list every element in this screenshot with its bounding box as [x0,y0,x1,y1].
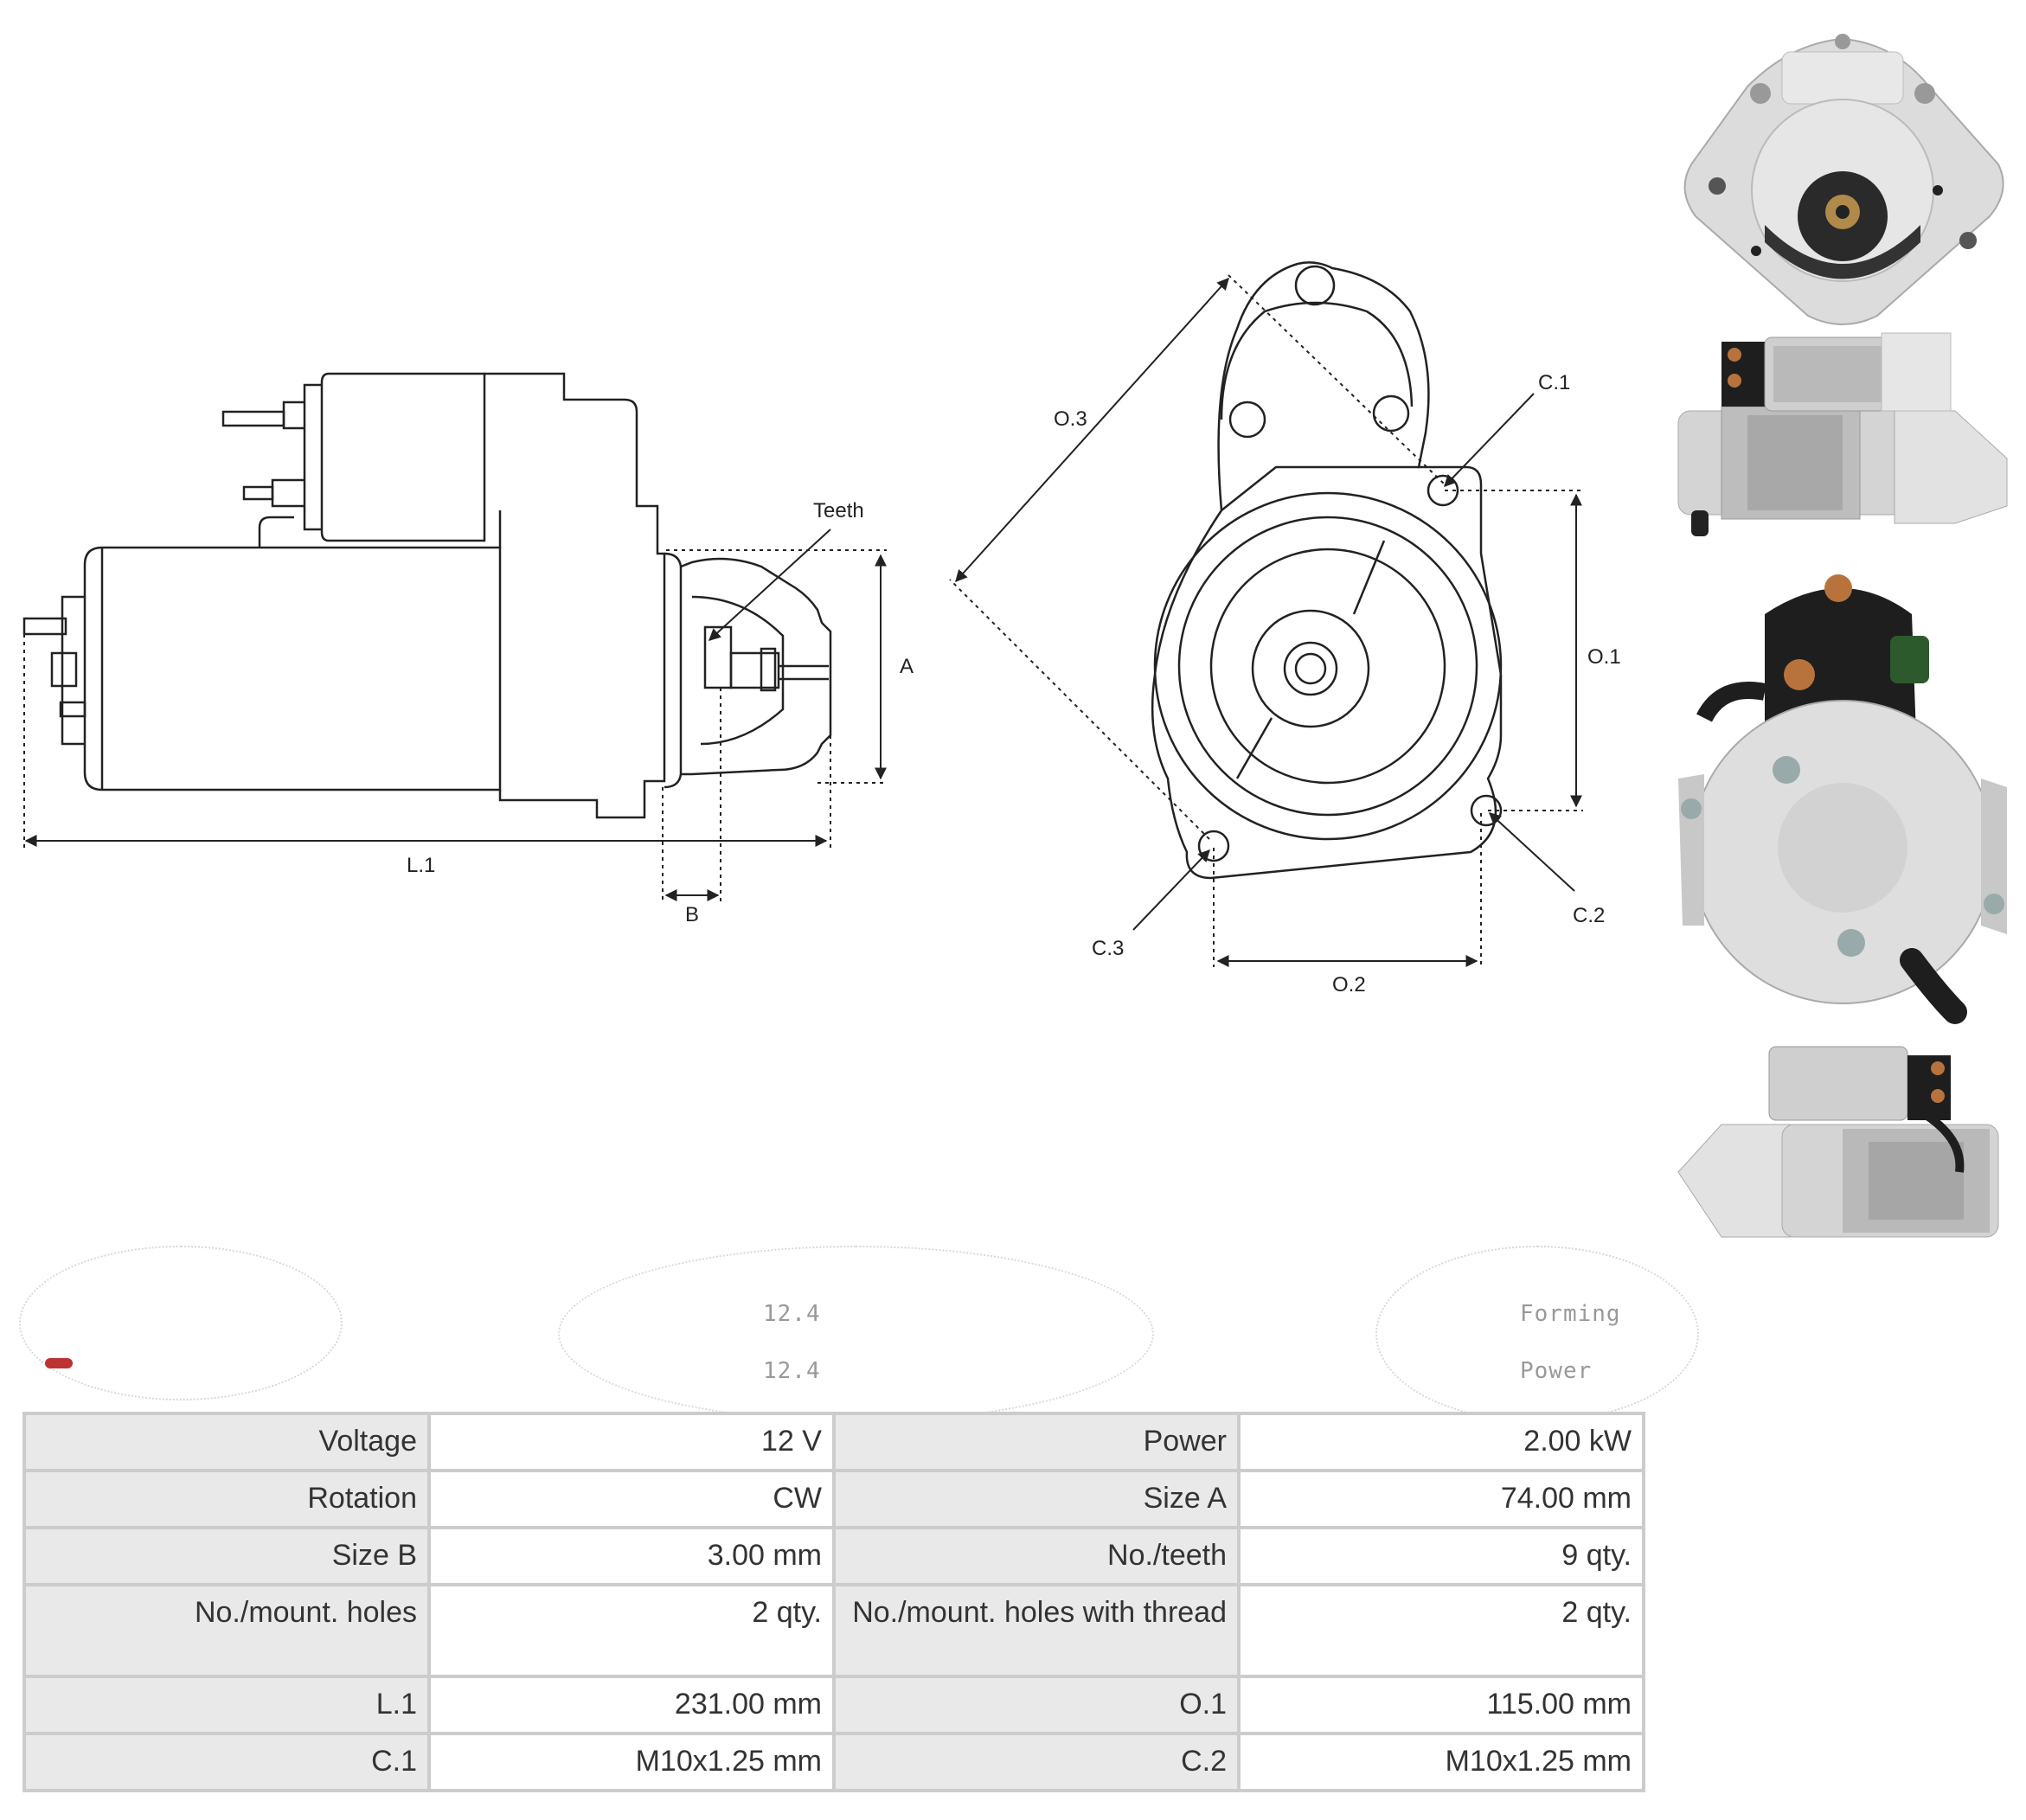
teeth-label: Teeth [813,499,864,522]
spec-key: C.1 [22,1732,431,1792]
spec-key: Voltage [22,1412,431,1472]
dim-o1-label: O.1 [1587,645,1621,669]
spec-value: 2 qty. [427,1583,836,1678]
spec-key: C.2 [832,1732,1241,1792]
solenoid-body [320,372,486,542]
spec-key: No./teeth [832,1526,1241,1586]
spec-value: 2 qty. [1237,1583,1645,1678]
dim-b-label: B [685,903,699,926]
spec-value: M10x1.25 mm [427,1732,836,1792]
solenoid-terminal-top [221,410,285,427]
flange-right-hole [1372,394,1410,433]
table-row: No./mount. holes 2 qty. No./mount. holes… [22,1583,1645,1678]
spec-value: 231.00 mm [427,1675,836,1735]
table-row: Voltage 12 V Power 2.00 kW [22,1412,1645,1472]
dim-a-label: A [900,655,914,678]
table-row: Rotation CW Size A 74.00 mm [22,1469,1645,1529]
faint-overlay-middle: 12.4 12.4 [558,1246,1154,1422]
table-row: C.1 M10x1.25 mm C.2 M10x1.25 mm [22,1732,1645,1792]
faint-text-middle-bottom: 12.4 [763,1358,821,1384]
solenoid-terminal-bottom [242,485,274,501]
front-view-drawing [1151,261,1503,880]
spec-value: 74.00 mm [1237,1469,1645,1529]
spec-key: No./mount. holes [22,1583,431,1678]
spec-value: 115.00 mm [1237,1675,1645,1735]
spec-value: CW [427,1469,836,1529]
flange-left-hole [1228,401,1266,439]
faint-overlay-right: Forming Power [1375,1246,1699,1422]
side-top-photo [1677,332,2008,536]
spec-value: 2.00 kW [1237,1412,1645,1472]
dim-o3-label: O.3 [1054,407,1087,431]
dim-o2-label: O.2 [1332,973,1366,997]
pinion-nose [680,557,832,776]
side-bottom-photo [1677,1046,1999,1238]
spec-value: 3.00 mm [427,1526,836,1586]
hole-c1 [1427,474,1459,507]
rear-cap [61,595,85,746]
spec-value: 12 V [427,1412,836,1472]
drive-housing [484,372,666,819]
flange-outline [1151,261,1503,880]
faint-text-right-bottom: Power [1520,1358,1593,1384]
rear-terminal-photo [1678,574,2007,1024]
front-view-dimensions [949,274,1583,967]
dim-l1-label: L.1 [407,854,435,877]
shaft-boss [1251,609,1370,728]
specs-table: Voltage 12 V Power 2.00 kW Rotation CW S… [22,1412,1645,1792]
dim-c3-label: C.3 [1092,937,1124,960]
dim-c1-label: C.1 [1538,371,1570,394]
spec-key: Size A [832,1469,1241,1529]
pinion-gear [703,625,733,689]
side-view-drawing [22,372,832,819]
spec-value: M10x1.25 mm [1237,1732,1645,1792]
motor-body [83,546,502,791]
hole-c2 [1470,794,1503,827]
spec-key: Power [832,1412,1241,1472]
hole-c3 [1197,830,1230,862]
front-flange-photo [1683,34,2004,325]
table-row: Size B 3.00 mm No./teeth 9 qty. [22,1526,1645,1586]
spec-key: Rotation [22,1469,431,1529]
spec-key: No./mount. holes with thread [832,1583,1241,1678]
flange-top-hole [1294,265,1336,306]
spec-key: L.1 [22,1675,431,1735]
faint-text-middle-top: 12.4 [763,1301,821,1327]
rear-terminal [22,617,67,636]
spec-value: 9 qty. [1237,1526,1645,1586]
housing-outer-ring [1153,491,1503,841]
side-view-dimensions [23,529,887,904]
spec-key: Size B [22,1526,431,1586]
table-row: L.1 231.00 mm O.1 115.00 mm [22,1675,1645,1735]
faint-overlay-left [19,1246,343,1400]
dim-c2-label: C.2 [1573,904,1605,927]
faint-text-right-top: Forming [1520,1301,1621,1327]
spec-key: O.1 [832,1675,1241,1735]
